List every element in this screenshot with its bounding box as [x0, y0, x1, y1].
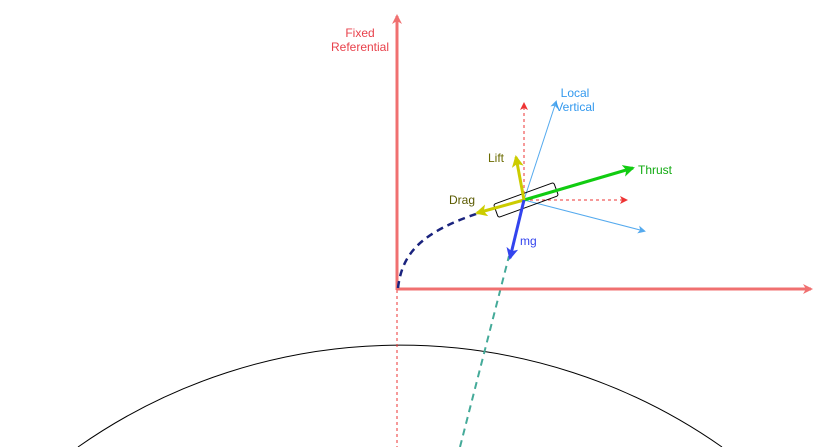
earth-surface-arc	[77, 344, 723, 447]
mg-vector	[506, 199, 526, 260]
mg-label: mg	[520, 234, 537, 248]
fixed-referential-label-line1: Fixed	[345, 26, 374, 40]
fixed-referential-label-line2: Referential	[331, 40, 389, 54]
drag-label: Drag	[449, 193, 475, 207]
local-vertical-label-line1: Local	[561, 86, 590, 100]
earth-radius-line	[459, 255, 510, 447]
trajectory-curve	[396, 210, 483, 289]
lift-label: Lift	[488, 151, 505, 165]
thrust-label: Thrust	[638, 163, 673, 177]
lift-vector	[511, 155, 526, 201]
thrust-vector	[523, 165, 635, 202]
local-horizontal-axis	[523, 199, 646, 234]
local-vertical-axis	[523, 100, 558, 201]
drag-vector	[475, 198, 525, 217]
local-vertical-label-line2: Vertical	[555, 100, 594, 114]
